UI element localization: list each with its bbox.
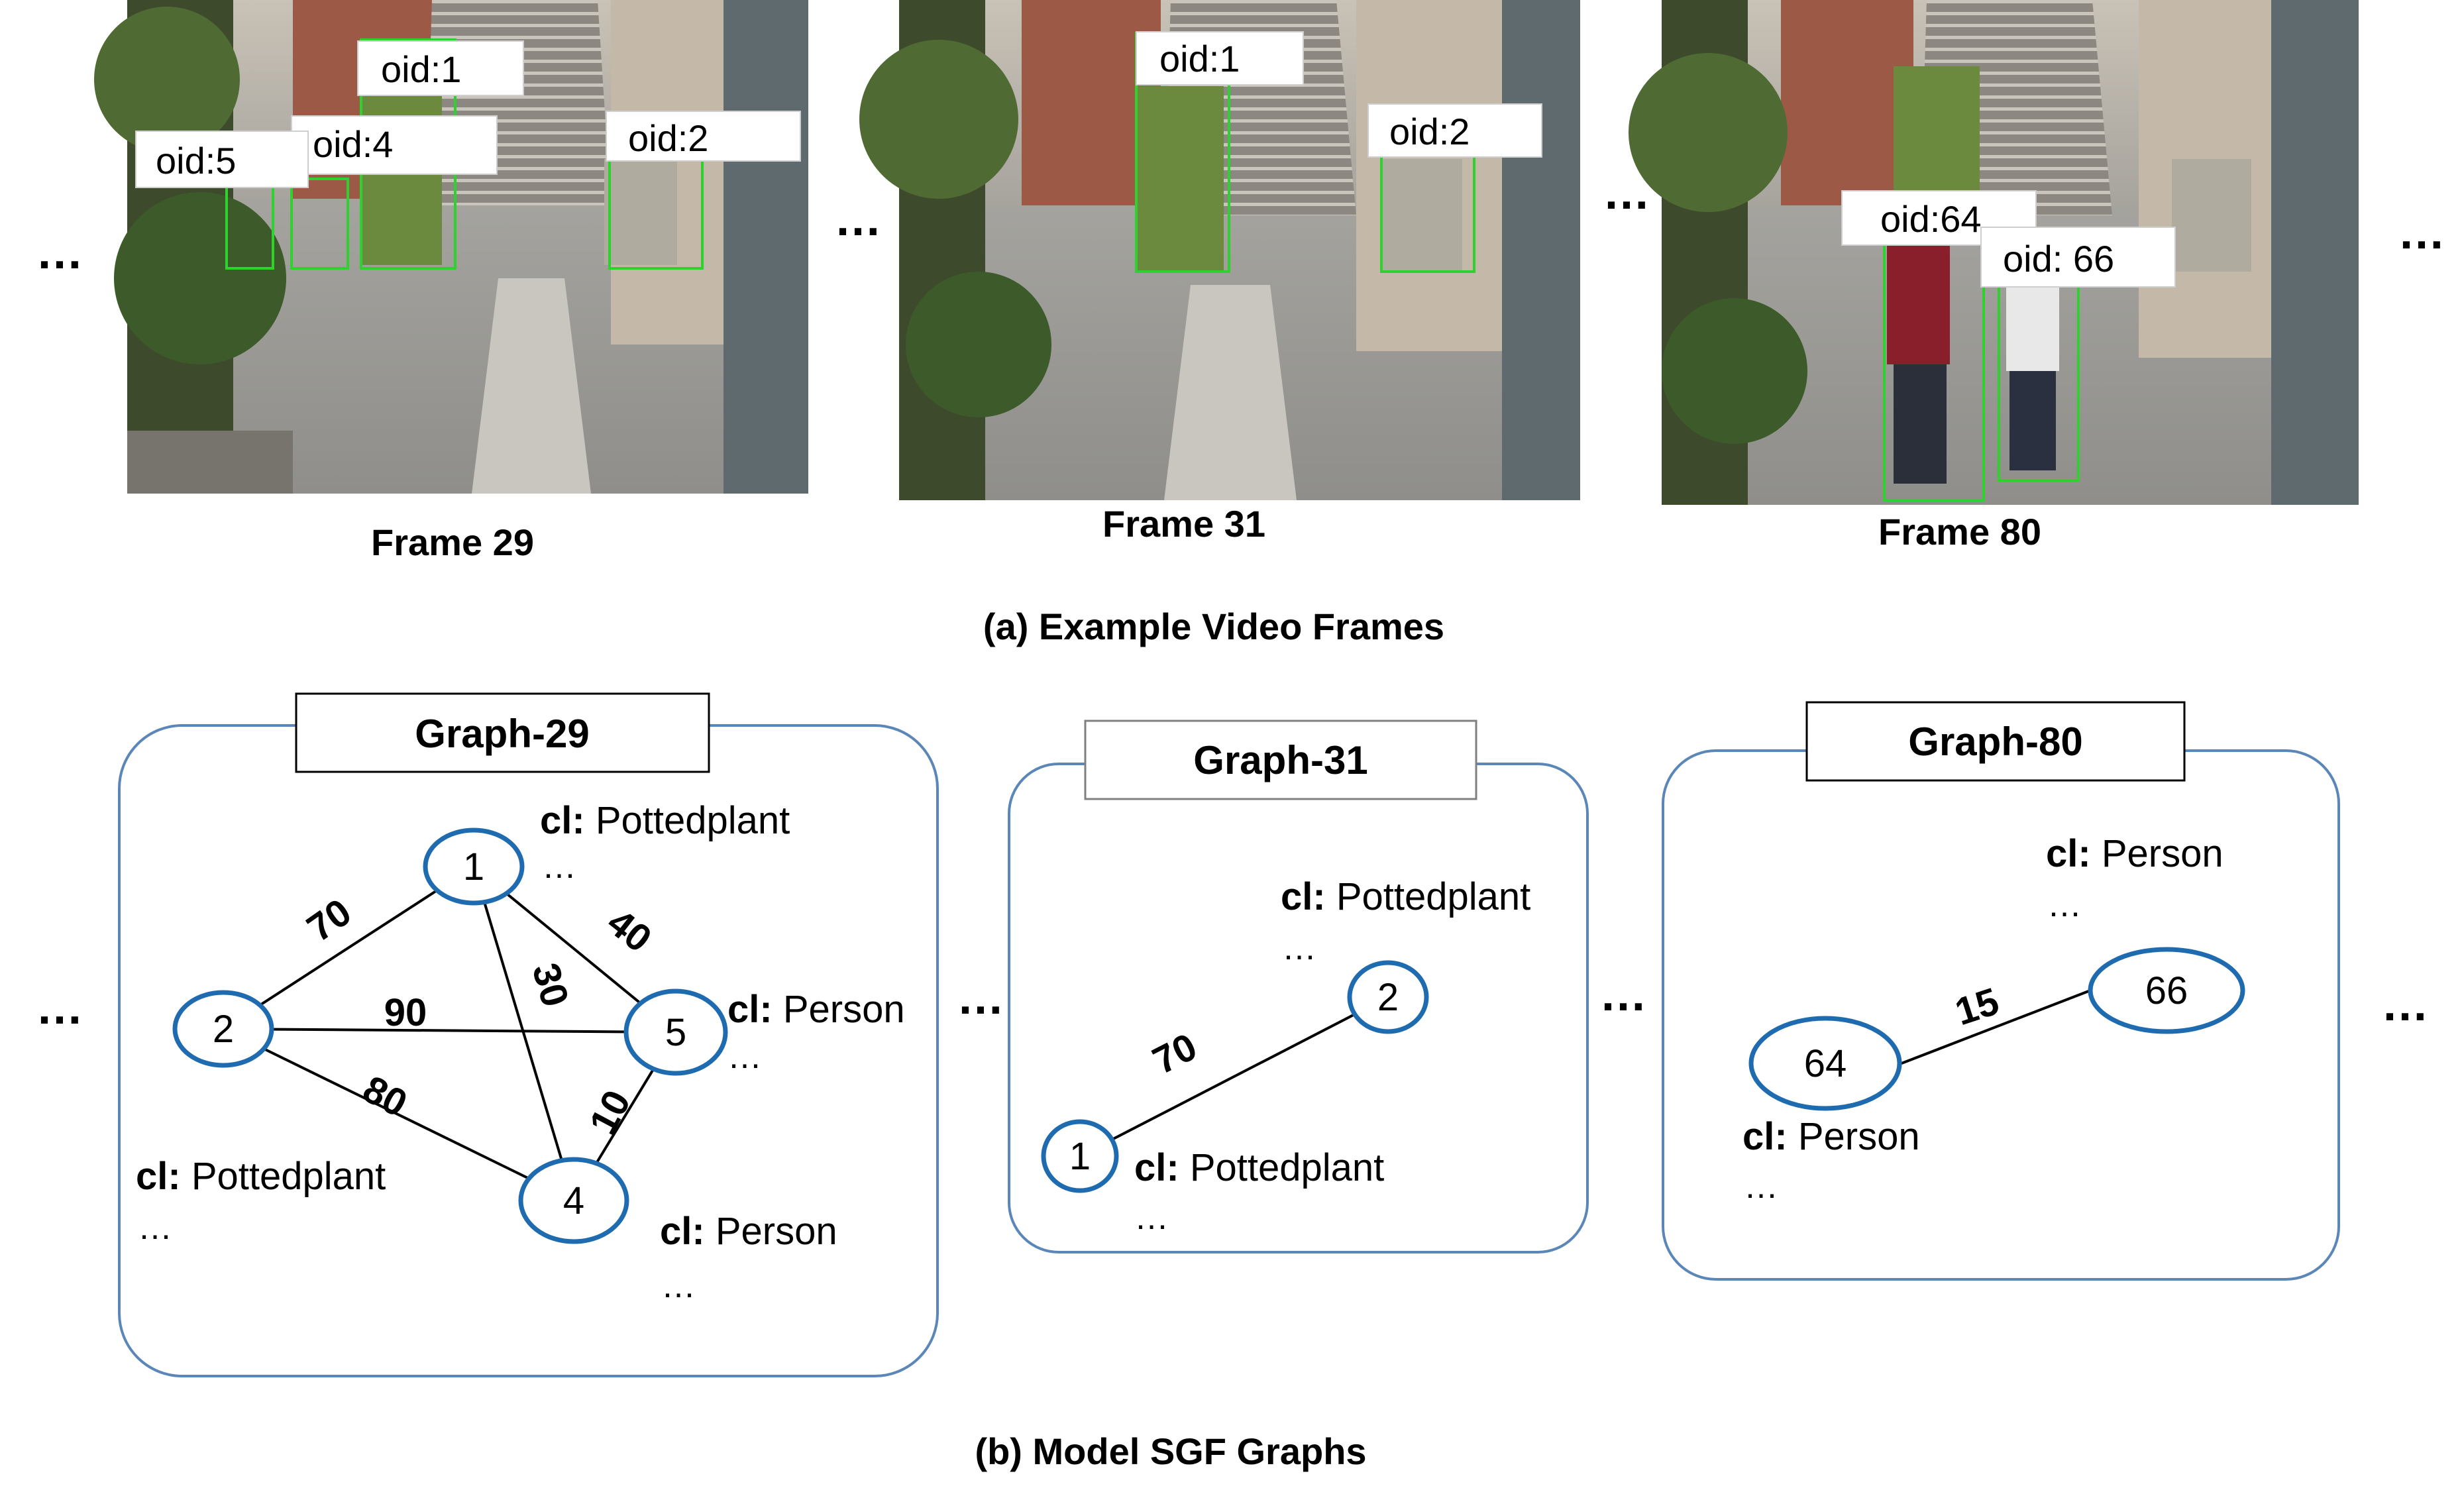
ellipsis-graphs-1-2: … (957, 971, 1004, 1024)
graph-31-edge-1-2 (1079, 996, 1389, 1157)
frame-31-caption: Frame 31 (1102, 503, 1265, 545)
graph-29-node-1-ellipsis: … (542, 847, 576, 886)
frame-29-label-4: oid:4 (313, 123, 393, 165)
frame-80-labels: oid:64 oid: 66 (1841, 190, 2176, 288)
frame-29-labels: oid:1 oid:4 oid:5 oid:2 (135, 40, 801, 188)
graph-29-edge-1-2 (222, 865, 475, 1030)
graph-29: Graph-29 70 40 30 90 80 10 1 2 5 (118, 692, 939, 1377)
graph-31-node-1: 1 (1041, 1119, 1119, 1193)
graph-29-node-5: 5 (623, 988, 728, 1076)
graph-80-edge-64-66 (1901, 989, 2091, 1065)
frame-29-label-box-4 (291, 115, 498, 175)
graph-29-edge-2-4 (223, 1028, 574, 1202)
cl-value: Pottedplant (1190, 1146, 1384, 1189)
graph-29-node-1-label: 1 (463, 845, 484, 888)
cl-value: Pottedplant (596, 799, 790, 842)
cl-prefix: cl: (1134, 1146, 1179, 1189)
graph-80-node-64-attr: cl: Person (1742, 1115, 1920, 1158)
graph-31-title: Graph-31 (1193, 738, 1367, 782)
ellipsis-frames-right: … (2398, 206, 2445, 259)
frame-31-label-box-2 (1367, 103, 1542, 158)
graph-31-node-2-label: 2 (1377, 976, 1399, 1019)
graph-31-node-2: 2 (1347, 960, 1429, 1034)
cl-prefix: cl: (727, 988, 773, 1031)
frame-29-image (94, 0, 808, 494)
graph-29-edge-2-5 (223, 1028, 676, 1034)
graph-31-node-2-attr: cl: Pottedplant (1281, 875, 1530, 918)
graph-31-node-1-ellipsis: … (1134, 1199, 1169, 1237)
graph-80-node-64: 64 (1748, 1016, 1902, 1111)
graph-29-title-box (295, 692, 710, 773)
graph-29-node-4-label: 4 (563, 1179, 584, 1222)
graph-29-node-2-ellipsis: … (138, 1208, 172, 1247)
frame-80-image (1629, 0, 2359, 505)
graph-80-title-box (1805, 701, 2186, 782)
graph-29-node-2: 2 (172, 990, 274, 1068)
graph-80-node-64-ellipsis: … (1744, 1167, 1778, 1206)
ellipsis-frames-1-2: … (834, 193, 882, 246)
frame-31-label-2: oid:2 (1389, 111, 1470, 152)
frame-31-labels: oid:1 oid:2 (1136, 31, 1542, 158)
cl-prefix: cl: (1281, 875, 1326, 918)
cl-value: Person (1798, 1115, 1920, 1158)
ellipsis-graphs-2-3: … (1599, 968, 1647, 1021)
graph-29-node-2-label: 2 (213, 1008, 234, 1051)
graph-31-node-1-attr: cl: Pottedplant (1134, 1146, 1384, 1189)
cl-value: Person (716, 1210, 837, 1253)
graph-29-edge-1-4 (472, 866, 575, 1201)
frame-80-label-66: oid: 66 (2003, 238, 2114, 280)
cl-prefix: cl: (2046, 832, 2091, 875)
graph-80-node-66-attr: cl: Person (2046, 832, 2223, 875)
frame-29-caption: Frame 29 (371, 521, 534, 563)
graph-29-node-5-label: 5 (665, 1011, 686, 1054)
graph-29-node-4-ellipsis: … (661, 1267, 696, 1305)
graph-80-node-66-ellipsis: … (2047, 886, 2082, 924)
graph-29-node-5-attr: cl: Person (727, 988, 905, 1031)
graph-80-node-64-label: 64 (1804, 1042, 1847, 1085)
graph-29-node-2-attr: cl: Pottedplant (136, 1155, 386, 1198)
graph-29-node-1-attr: cl: Pottedplant (540, 799, 790, 842)
graph-29-node-1: 1 (423, 827, 525, 906)
frame-29-label-box-1 (357, 40, 524, 96)
ellipsis-frames-left: … (36, 226, 83, 279)
graph-31-node-1-label: 1 (1069, 1135, 1091, 1178)
ellipsis-graphs-left: … (36, 981, 83, 1034)
cl-value: Pottedplant (191, 1155, 386, 1198)
section-a-caption: (a) Example Video Frames (983, 606, 1444, 647)
graph-29-title: Graph-29 (415, 712, 589, 756)
graph-29-node-4: 4 (518, 1157, 629, 1244)
frame-29-label-5: oid:5 (156, 140, 236, 182)
graph-29-weight-2-5: 90 (384, 991, 427, 1034)
frame-31-label-box-1 (1136, 31, 1304, 85)
frame-29-bbox-oid-4 (290, 178, 349, 270)
graph-29-node-4-attr: cl: Person (660, 1210, 837, 1253)
cl-prefix: cl: (136, 1155, 181, 1198)
frame-80-label-box-66 (1980, 227, 2176, 288)
cl-value: Pottedplant (1336, 875, 1530, 918)
cl-prefix: cl: (540, 799, 585, 842)
frame-29-label-1: oid:1 (381, 48, 461, 90)
frame-31-label-1: oid:1 (1159, 38, 1240, 80)
frame-80-label-64: oid:64 (1880, 198, 1982, 240)
graph-80-node-66-label: 66 (2145, 969, 2188, 1012)
graph-31-node-2-ellipsis: … (1282, 929, 1316, 967)
graph-80: Graph-80 15 66 64 cl: Person … cl: Perso… (1662, 701, 2340, 1281)
ellipsis-graphs-right: … (2381, 978, 2429, 1031)
section-b-caption: (b) Model SGF Graphs (975, 1430, 1366, 1472)
frame-29-label-box-5 (135, 131, 309, 188)
graph-80-node-66: 66 (2088, 947, 2245, 1034)
frame-29-label-box-2 (606, 111, 801, 162)
cl-prefix: cl: (660, 1210, 705, 1253)
cl-prefix: cl: (1742, 1115, 1788, 1158)
cl-value: Person (783, 988, 905, 1031)
graph-80-title: Graph-80 (1908, 720, 2082, 764)
graph-31: Graph-31 70 2 1 cl: Pottedplant … cl: Po… (1008, 720, 1589, 1254)
graph-29-node-5-ellipsis: … (727, 1038, 762, 1076)
cl-value: Person (2102, 832, 2223, 875)
graph-31-title-box (1084, 720, 1477, 800)
frame-80-caption: Frame 80 (1878, 511, 2041, 553)
frame-29-label-2: oid:2 (628, 117, 708, 159)
